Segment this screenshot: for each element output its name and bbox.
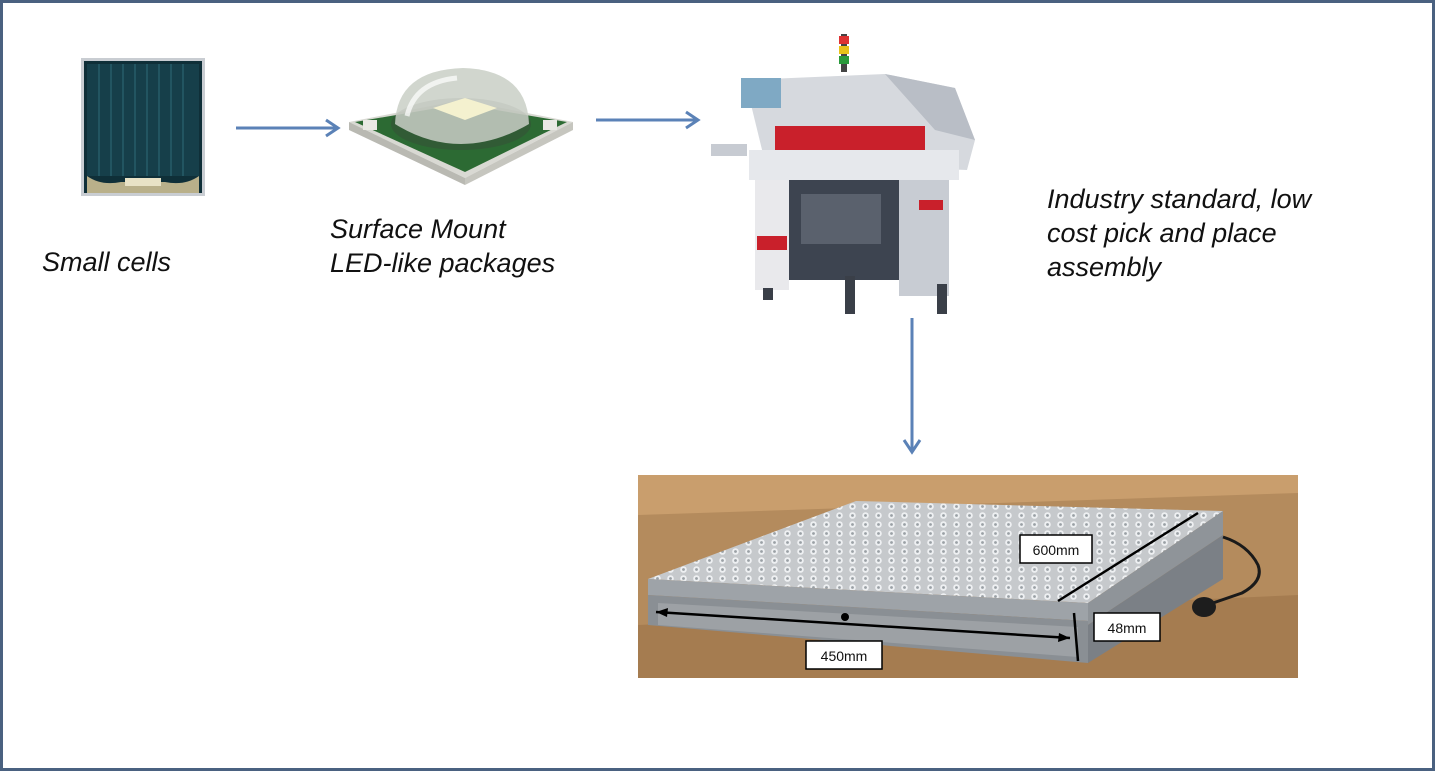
height-dimension-label: 48mm bbox=[1108, 620, 1147, 636]
small-cells-caption-text: Small cells bbox=[42, 247, 172, 277]
finished-panel-image: 600mm 450mm 48mm bbox=[638, 475, 1298, 678]
width-dimension-label: 450mm bbox=[821, 648, 868, 664]
surface-mount-caption: Surface Mount LED-like packages bbox=[330, 212, 555, 280]
surface-mount-caption-line2: LED-like packages bbox=[330, 248, 556, 278]
assembly-caption-line2: cost pick and place bbox=[1047, 218, 1277, 248]
length-dimension-line bbox=[1057, 511, 1199, 603]
assembly-caption: Industry standard, low cost pick and pla… bbox=[1047, 182, 1311, 284]
length-dimension-label: 600mm bbox=[1033, 542, 1080, 558]
arrow-packages-to-assembly bbox=[596, 110, 701, 130]
assembly-caption-line1: Industry standard, low bbox=[1047, 184, 1312, 214]
led-package-image bbox=[349, 68, 573, 185]
pick-and-place-machine-image bbox=[711, 34, 975, 314]
arrow-assembly-to-panel bbox=[902, 318, 922, 455]
surface-mount-caption-line1: Surface Mount bbox=[330, 214, 506, 244]
width-dimension-line bbox=[655, 610, 1071, 640]
solar-cell-image bbox=[81, 58, 205, 196]
arrow-cells-to-packages bbox=[236, 118, 341, 138]
assembly-caption-line3: assembly bbox=[1047, 252, 1162, 282]
small-cells-caption: Small cells bbox=[42, 245, 171, 279]
height-dimension-line bbox=[1072, 612, 1080, 662]
